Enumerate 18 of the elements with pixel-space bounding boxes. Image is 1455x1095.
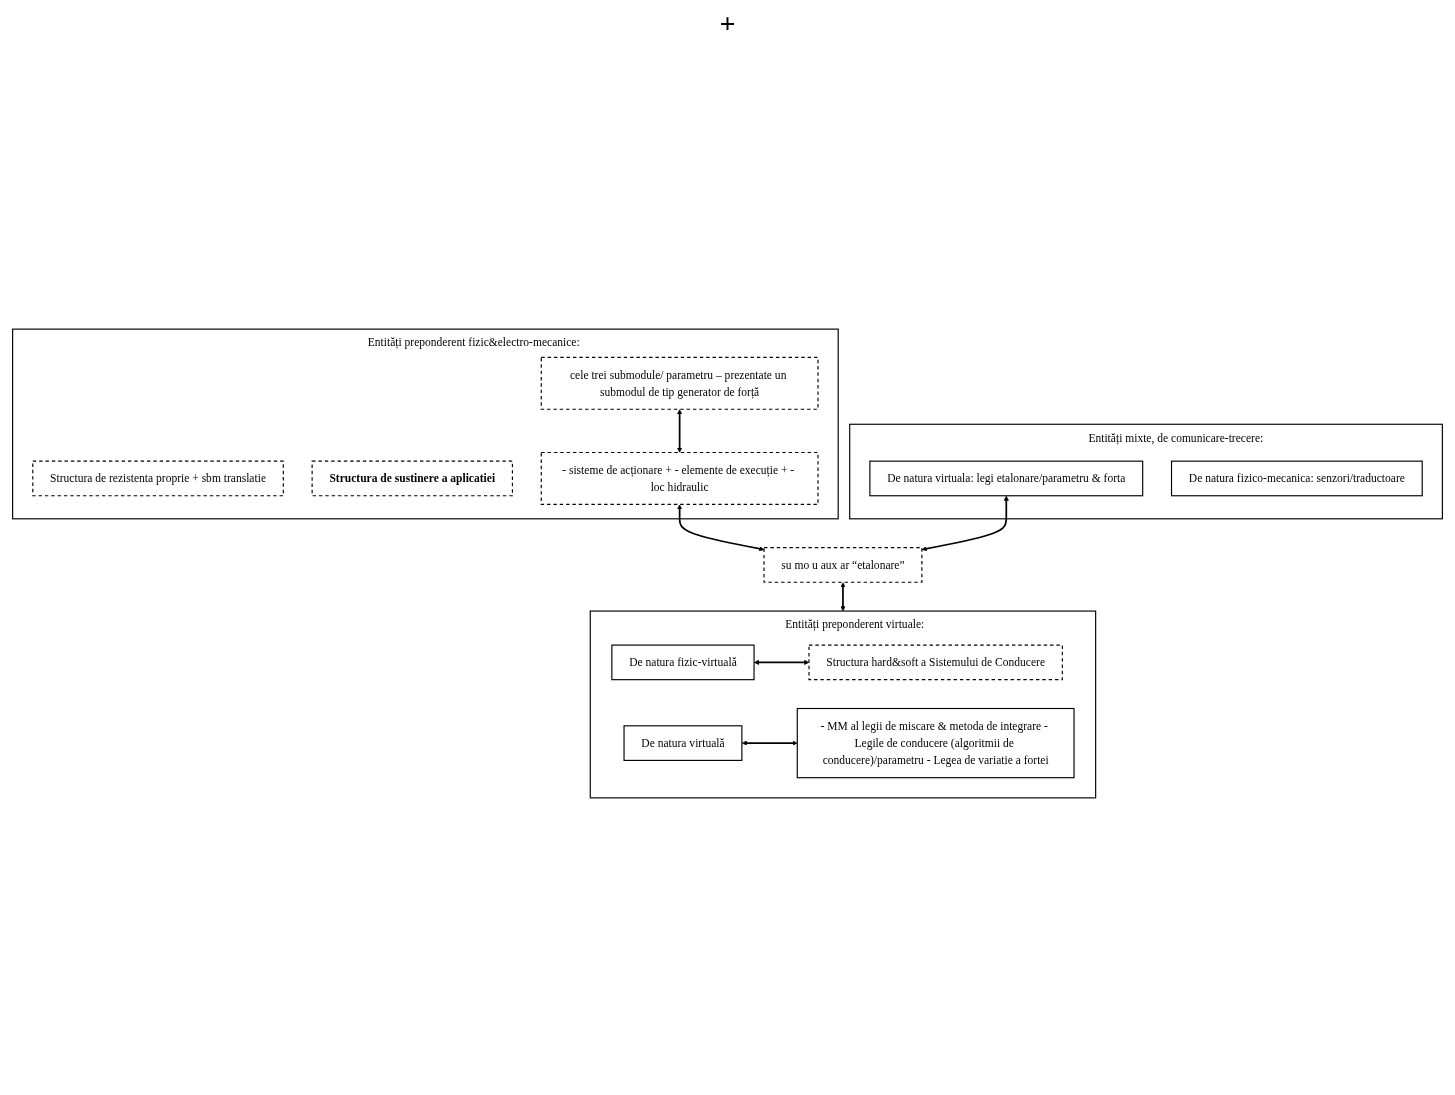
node-box: Structura de rezistenta proprie + sbm translatie [32, 460, 284, 497]
node-box: - MM al legii de miscare & metoda de integrare - Legile de conducere (algoritmii de conducere)/parametru - Legea de variatie a fortei [796, 707, 1075, 779]
arrow [921, 495, 1009, 552]
node-box: De natura virtuala: legi etalonare/parametru & forta [869, 460, 1144, 497]
arrow [754, 659, 810, 665]
node-box: De natura virtuală [623, 725, 743, 761]
node-box: su mo u aux ar “etalonare” [763, 547, 923, 583]
node-box: Structura de sustinere a aplicatiei [311, 460, 513, 497]
node-box: De natura fizic-virtuală [611, 644, 755, 681]
node-box: - sisteme de acționare + - elemente de execuție + - loc hidraulic [540, 451, 819, 505]
node-box: cele trei submodule/ parametru – prezentate un submodul de tip generator de forță [540, 356, 819, 410]
arrow [677, 409, 683, 453]
node-box: Structura hard&soft a Sistemului de Conducere [808, 644, 1063, 681]
arrow [840, 582, 846, 612]
node-box: De natura fizico-mecanica: senzori/traductoare [1170, 460, 1423, 497]
plus-sign: + [719, 8, 736, 39]
arrow [677, 504, 765, 552]
arrow [741, 740, 798, 746]
